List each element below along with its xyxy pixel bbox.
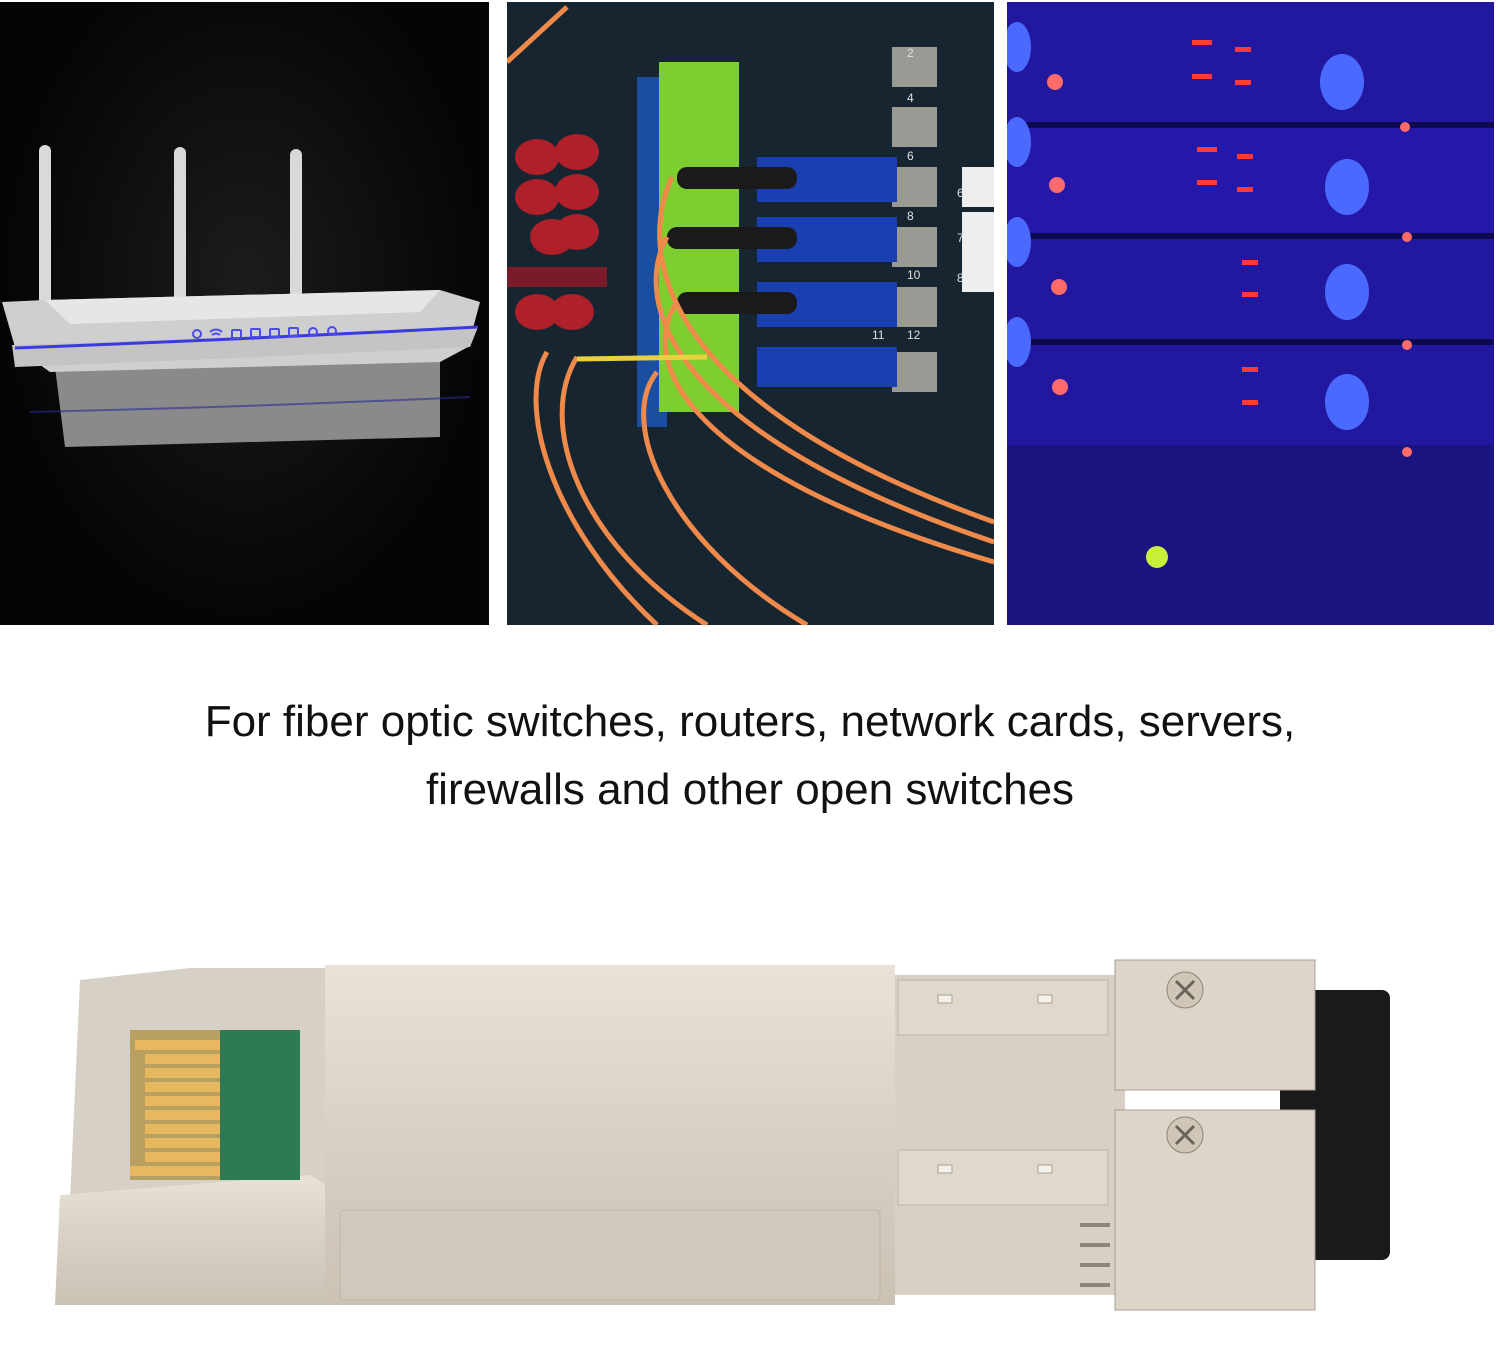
port-label: 2 xyxy=(907,46,914,60)
sfp-module-photo xyxy=(40,950,1400,1320)
port-label: 10 xyxy=(907,268,921,282)
caption-line-1: For fiber optic switches, routers, netwo… xyxy=(204,697,1296,746)
port-label: 8 xyxy=(957,271,964,285)
port-label: 6 xyxy=(907,149,914,163)
port-label: 8 xyxy=(907,209,914,223)
server-rack-photo xyxy=(1007,2,1494,625)
port-label: 7 xyxy=(957,231,964,245)
port-label: 11 xyxy=(872,328,885,342)
port-label: 4 xyxy=(907,91,914,105)
caption-line-2: firewalls and other open switches xyxy=(425,765,1075,814)
port-label: 6 xyxy=(957,186,964,200)
fiber-patch-panel-photo: 2 4 6 8 10 11 12 6 7 8 xyxy=(507,2,994,625)
router-photo xyxy=(0,2,489,625)
port-label: 12 xyxy=(907,328,921,342)
